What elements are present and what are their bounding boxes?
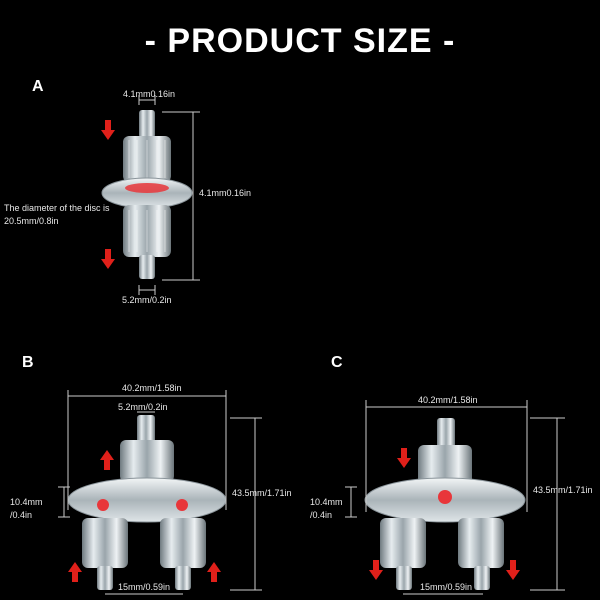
product-b — [67, 415, 227, 590]
dimension-lines-b — [58, 390, 262, 595]
flow-arrow-down-icon — [101, 120, 115, 140]
flow-arrow-up-icon — [68, 562, 82, 582]
a-disc-note-line1: The diameter of the disc is — [4, 203, 110, 213]
page-title: - PRODUCT SIZE - — [144, 22, 456, 60]
a-bottom-width: 5.2mm/0.2in — [122, 295, 172, 305]
flow-arrow-up-icon — [207, 562, 221, 582]
section-b-label: B — [22, 354, 34, 371]
dimension-lines-a — [138, 95, 200, 295]
c-disc-thickness-line2: /0.4in — [310, 510, 333, 520]
c-spacing: 15mm/0.59in — [420, 582, 473, 592]
b-total-width: 40.2mm/1.58in — [122, 383, 182, 393]
product-c — [364, 418, 526, 590]
a-top-width: 4.1mm0.16in — [123, 89, 176, 99]
flow-arrow-down-icon — [369, 560, 383, 580]
b-disc-thickness-line1: 10.4mm — [10, 497, 43, 507]
a-disc-note-line2: 20.5mm/0.8in — [4, 216, 59, 226]
b-spacing: 15mm/0.59in — [118, 582, 171, 592]
section-a-label: A — [32, 78, 44, 95]
b-nozzle-width: 5.2mm/0.2in — [118, 402, 168, 412]
dimension-lines-c — [345, 400, 565, 595]
b-height: 43.5mm/1.71in — [232, 488, 292, 498]
flow-arrow-down-icon — [397, 448, 411, 468]
flow-arrow-down-icon — [101, 249, 115, 269]
c-total-width: 40.2mm/1.58in — [418, 395, 478, 405]
flow-arrow-up-icon — [100, 450, 114, 470]
c-disc-thickness-line1: 10.4mm — [310, 497, 343, 507]
product-a — [101, 110, 193, 279]
b-disc-thickness-line2: /0.4in — [10, 510, 33, 520]
flow-arrow-down-icon — [506, 560, 520, 580]
a-height: 4.1mm0.16in — [199, 188, 252, 198]
section-c-label: C — [331, 354, 343, 371]
c-height: 43.5mm/1.71in — [533, 485, 593, 495]
